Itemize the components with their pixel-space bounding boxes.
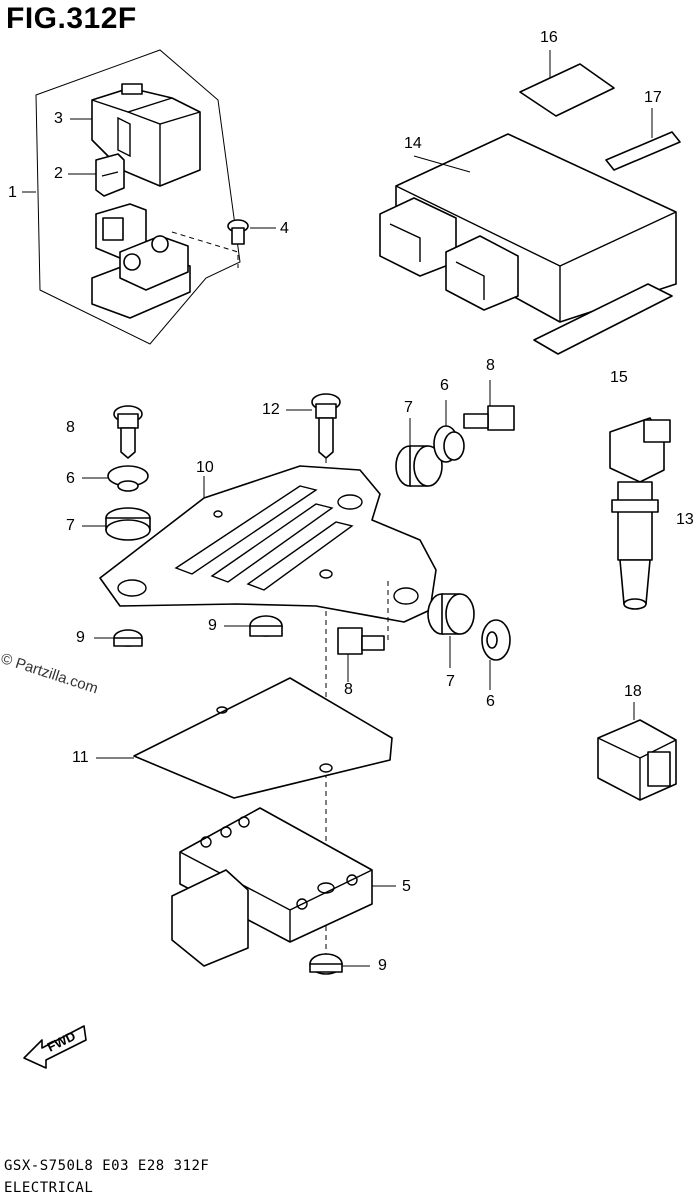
figure-title: FIG.312F [6,2,137,35]
washer-part-6-upper-right[interactable] [433,400,465,463]
nut-part-9-lower[interactable] [309,953,370,975]
section-name: ELECTRICAL [4,1180,94,1196]
callout-18: 18 [624,683,642,700]
callout-8-upper-right: 8 [486,357,495,374]
grommet-part-7-upper-right[interactable] [395,418,443,487]
fuse-part-2[interactable] [68,153,125,197]
relay-cover-part-3[interactable] [70,83,201,187]
pad-part-15[interactable] [533,283,673,355]
bracket-part-10[interactable] [99,465,437,623]
insulator-sheet-part-11[interactable] [96,677,393,799]
nut-part-9-left[interactable] [94,629,143,647]
pad-part-16[interactable] [519,50,615,117]
callout-8-lower: 8 [344,681,353,698]
callout-7-lower-right: 7 [446,673,455,690]
screw-part-4[interactable] [227,219,276,245]
callout-11: 11 [72,749,89,766]
forward-direction-arrow: FWD [23,1025,87,1069]
pad-part-17[interactable] [605,108,681,171]
callout-8-upper-left: 8 [66,419,75,436]
callout-9-center: 9 [208,617,217,634]
bolt-part-8-lower[interactable] [337,580,389,682]
callout-6-lower-right: 6 [486,693,495,710]
grommet-part-7-upper-left[interactable] [82,507,151,541]
callout-6-upper-right: 6 [440,377,449,394]
callout-15: 15 [610,369,628,386]
callout-5: 5 [402,878,411,895]
callout-14: 14 [404,135,422,152]
nut-part-9-center[interactable] [224,615,283,637]
callout-3: 3 [54,110,63,127]
connector-part-18[interactable] [597,702,677,801]
callout-12: 12 [262,401,280,418]
callout-2: 2 [54,165,63,182]
grommet-part-7-lower-right[interactable] [427,593,475,668]
callout-9-lower: 9 [378,957,387,974]
bolt-part-8-upper-right[interactable] [463,380,515,431]
washer-part-6-lower-right[interactable] [481,619,511,690]
callout-4: 4 [280,220,289,237]
callout-7-upper-left: 7 [66,517,75,534]
regulator-part-5[interactable] [171,807,396,967]
callout-13: 13 [676,511,694,528]
callout-6-upper-left: 6 [66,470,75,487]
washer-part-6-upper-left[interactable] [82,465,149,492]
callout-17: 17 [644,89,662,106]
starter-relay-base[interactable] [91,203,239,319]
model-code: GSX-S750L8 E03 E28 312F [4,1158,210,1174]
bolt-part-8-upper-left[interactable] [113,405,143,459]
callout-10: 10 [196,459,214,476]
starter-relay-assembly-box [22,49,241,345]
ecm-part-14[interactable] [379,133,677,323]
callout-7-upper-right: 7 [404,399,413,416]
callout-1: 1 [8,184,17,201]
sensor-part-13[interactable] [609,417,671,610]
callout-16: 16 [540,29,558,46]
callout-9-left: 9 [76,629,85,646]
